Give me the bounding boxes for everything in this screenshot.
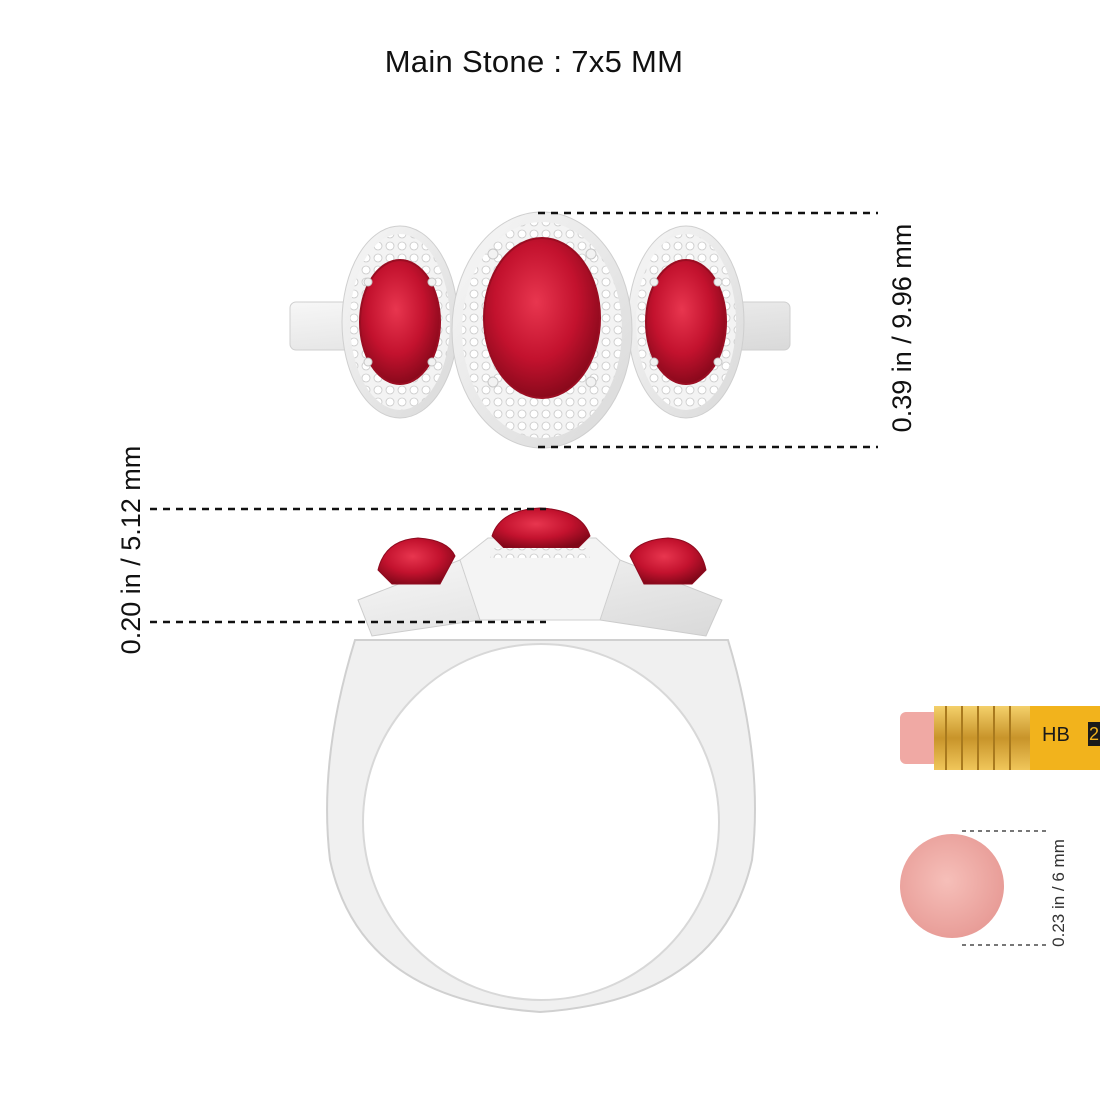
eraser-diameter-label: 0.23 in / 6 mm <box>1049 839 1068 947</box>
eraser-circle <box>900 834 1004 938</box>
eraser-scale-reference <box>900 834 1004 938</box>
pencil-grade-label: HB <box>1042 724 1070 746</box>
side-left-ruby <box>377 537 456 585</box>
pencil-scale-reference <box>900 706 1100 770</box>
side-view-dimension-lines <box>150 507 546 624</box>
side-view-height-label: 0.20 in / 5.12 mm <box>116 445 146 655</box>
ring-inner-circle <box>362 643 720 1001</box>
pencil-eraser-tip <box>900 712 944 764</box>
top-view-height-label: 0.39 in / 9.96 mm <box>887 223 917 433</box>
side-right-ruby <box>629 537 707 585</box>
ring-side-view <box>326 507 756 1014</box>
top-view-dimension-lines <box>538 211 878 449</box>
main-stone-title: Main Stone : 7x5 MM <box>384 44 684 79</box>
pencil-ferrule <box>934 706 1030 770</box>
left-ruby <box>359 259 441 385</box>
eraser-dimension-lines <box>962 830 1046 946</box>
center-ruby <box>483 237 601 399</box>
pencil-number-label: 2 <box>1089 724 1100 744</box>
side-center-ruby <box>491 507 591 549</box>
ring-top-view <box>289 211 791 449</box>
right-ruby <box>645 259 727 385</box>
prongs <box>363 248 723 388</box>
